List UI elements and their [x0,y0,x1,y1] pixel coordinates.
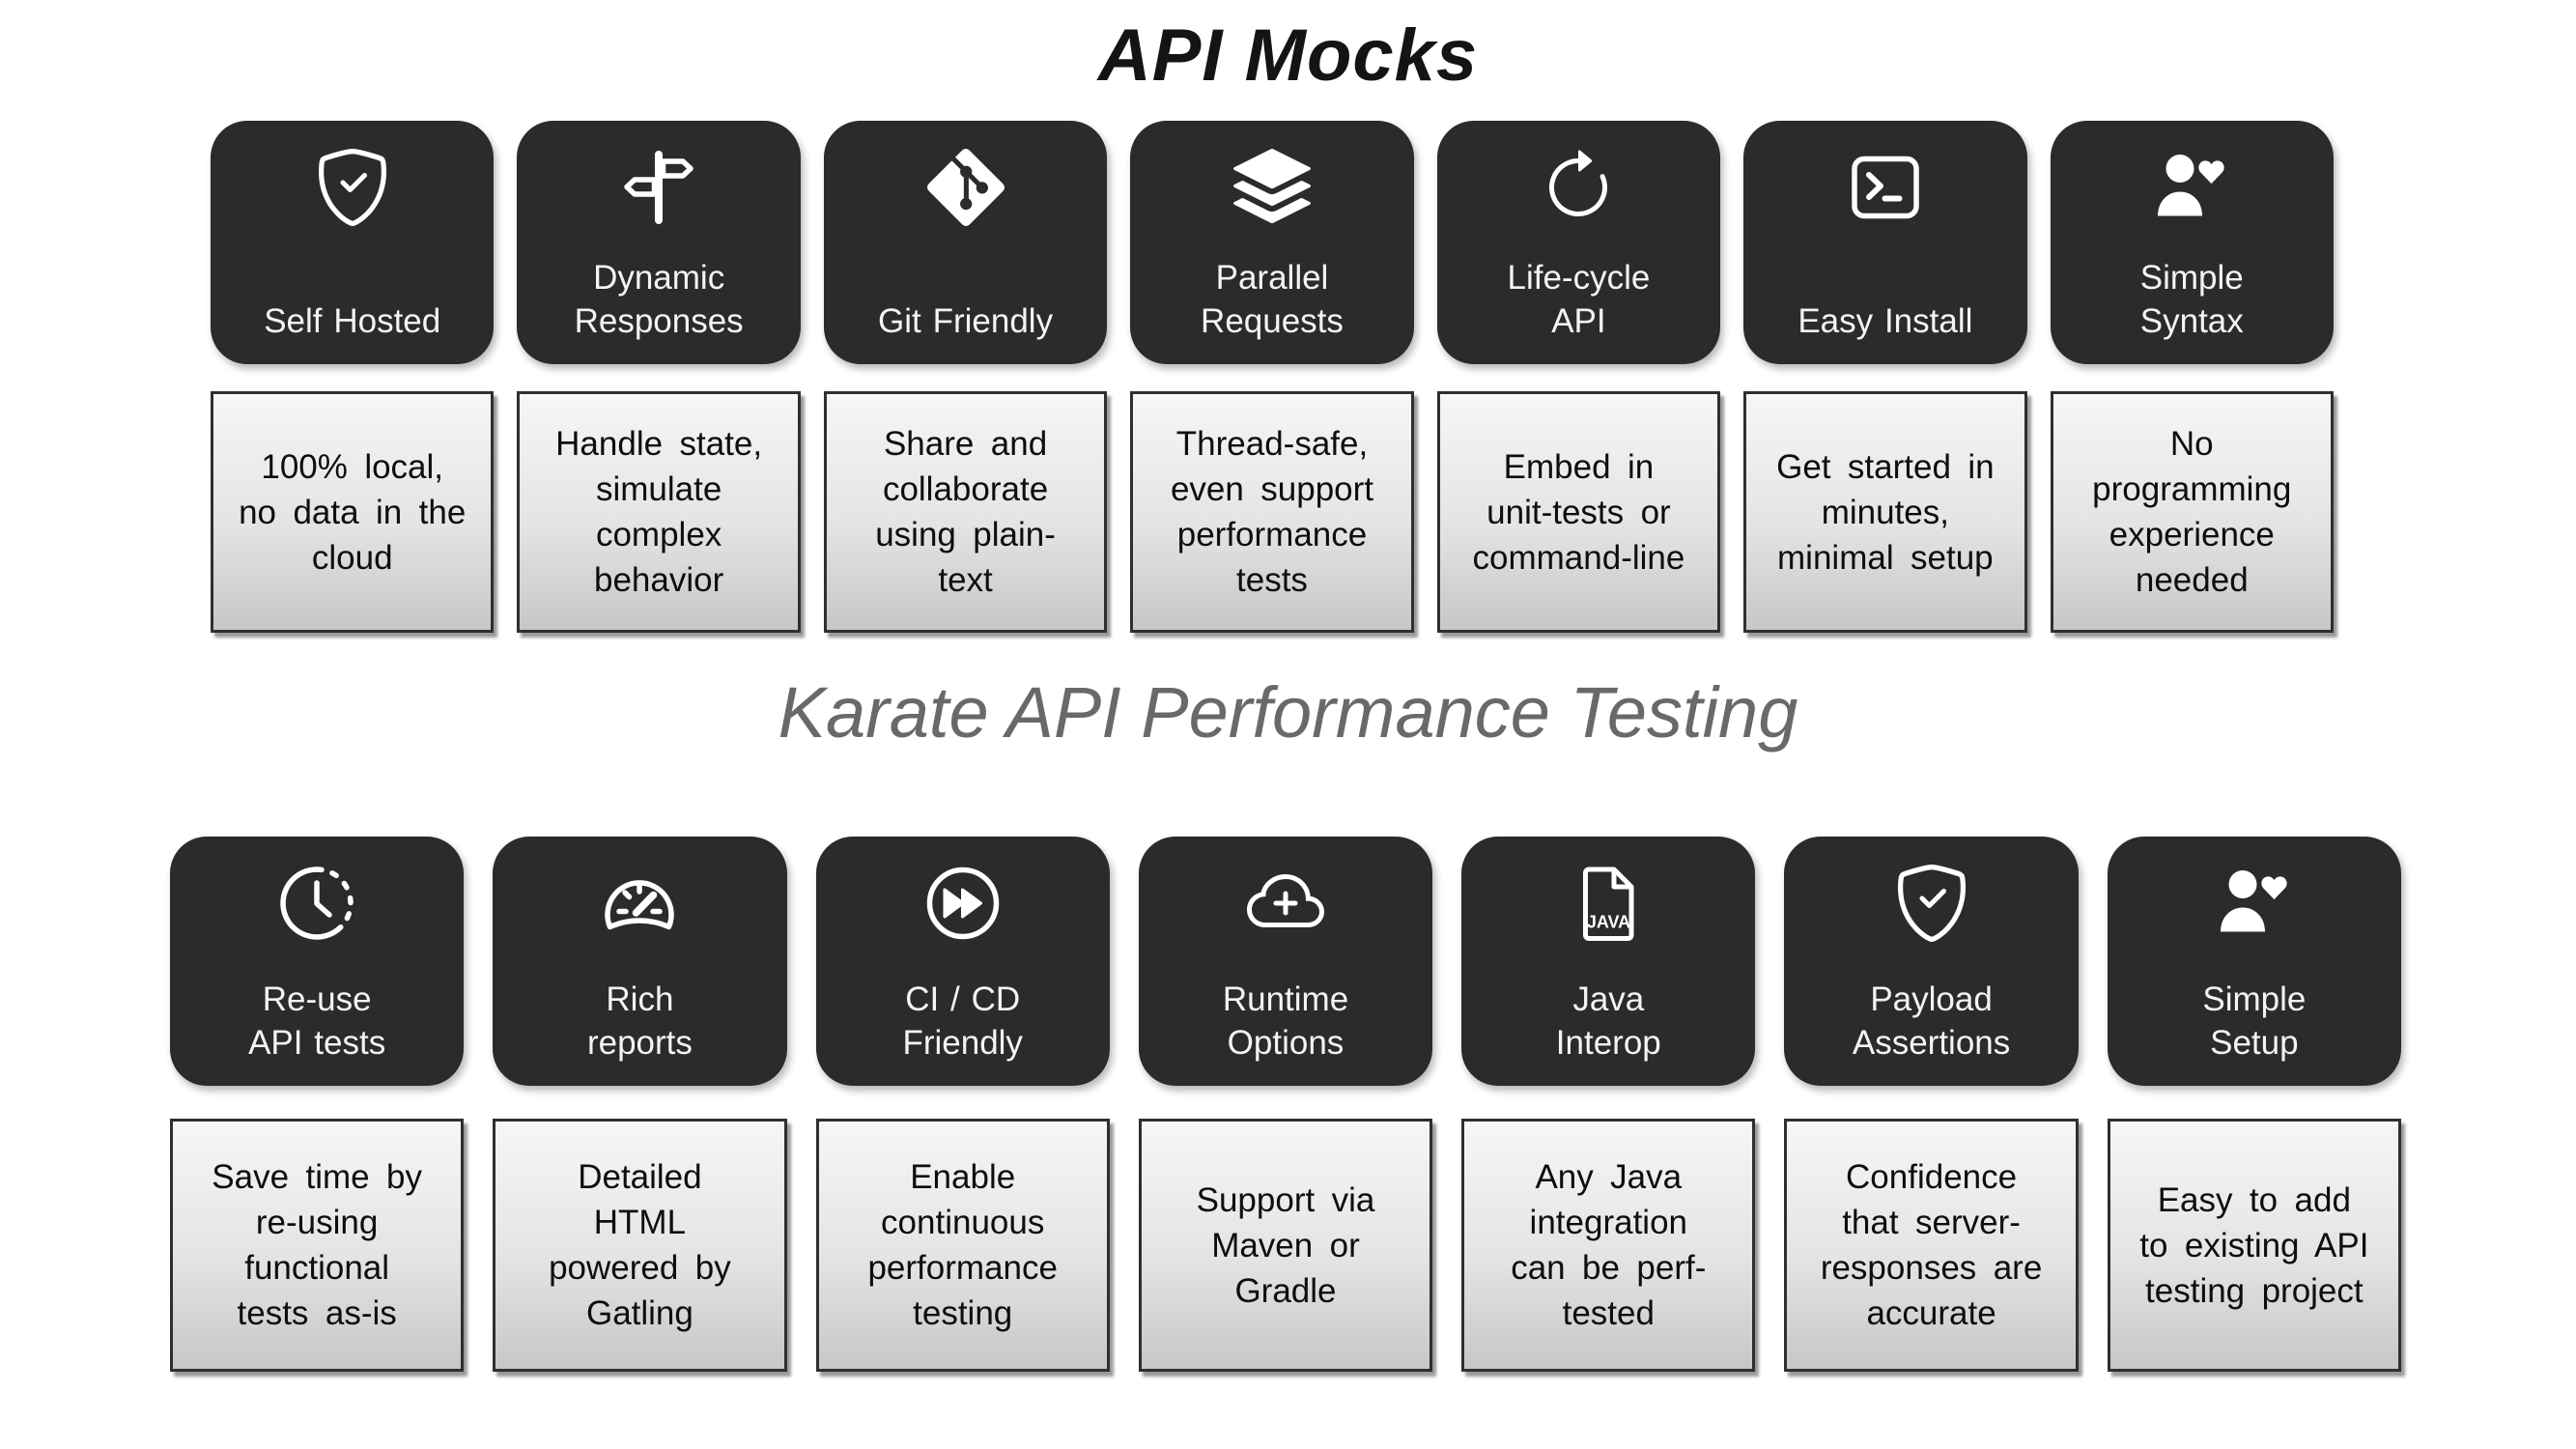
api-mocks-card-row: Self Hosted Dynamic Responses Git Friend… [211,121,2334,364]
feature-card-label: Java Interop [1555,980,1661,1062]
feature-card-simple-syntax: Simple Syntax [2050,121,2334,364]
shield-check-icon [1893,862,1970,945]
feature-card-label: Self Hosted [264,302,441,340]
feature-card-label: Parallel Requests [1201,259,1344,340]
feature-description: Thread-safe, even support performance te… [1130,391,1414,633]
feature-card-label: CI / CD Friendly [902,980,1023,1062]
section-title-api-mocks: API Mocks [1097,14,1479,97]
feature-description: Confidence that server- responses are ac… [1784,1119,2079,1372]
feature-card-label: Rich reports [586,980,693,1062]
feature-card-label: Life-cycle API [1507,259,1651,340]
person-heart-icon [2153,146,2230,229]
feature-description: 100% local, no data in the cloud [211,391,495,633]
feature-card-dynamic-responses: Dynamic Responses [517,121,801,364]
fast-forward-circle-icon [924,862,1002,945]
feature-description: No programming experience needed [2050,391,2334,633]
feature-card-label: Easy Install [1798,302,1973,340]
feature-description: Detailed HTML powered by Gatling [493,1119,787,1372]
feature-card-simple-setup: Simple Setup [2107,837,2401,1086]
java-file-icon: JAVA [1570,862,1647,945]
feature-description: Handle state, simulate complex behavior [517,391,801,633]
terminal-icon [1847,146,1924,229]
feature-card-easy-install: Easy Install [1743,121,2027,364]
signpost-split-icon [620,146,697,229]
feature-description: Embed in unit-tests or command-line [1436,391,1721,633]
feature-card-runtime-options: Runtime Options [1138,837,1433,1086]
section-title-performance-testing: Karate API Performance Testing [778,672,1798,753]
feature-card-label: Runtime Options [1222,980,1349,1062]
feature-description: Get started in minutes, minimal setup [1743,391,2027,633]
feature-description: Support via Maven or Gradle [1138,1119,1433,1372]
clock-history-icon [278,862,355,945]
feature-card-parallel-requests: Parallel Requests [1130,121,1414,364]
feature-card-payload-assertions: Payload Assertions [1784,837,2079,1086]
git-icon [926,146,1005,229]
api-mocks-description-row: 100% local, no data in the cloud Handle … [211,391,2334,633]
feature-card-label: Simple Setup [2202,980,2307,1062]
feature-description: Enable continuous performance testing [815,1119,1110,1372]
feature-card-label: Payload Assertions [1852,980,2011,1062]
feature-card-java-interop: JAVA Java Interop [1461,837,1756,1086]
feature-description: Save time by re-using functional tests a… [170,1119,465,1372]
feature-card-label: Re-use API tests [248,980,386,1062]
feature-card-label: Git Friendly [878,302,1054,340]
performance-description-row: Save time by re-using functional tests a… [170,1119,2401,1372]
arrow-clockwise-icon [1540,146,1617,229]
feature-card-rich-reports: Rich reports [493,837,787,1086]
stack-icon [1232,146,1311,229]
feature-description: Share and collaborate using plain- text [823,391,1108,633]
performance-card-row: Re-use API tests Rich reports CI / CD Fr… [170,837,2401,1086]
feature-card-ci-cd-friendly: CI / CD Friendly [815,837,1110,1086]
shield-check-icon [314,146,391,229]
feature-card-self-hosted: Self Hosted [211,121,495,364]
svg-text:JAVA: JAVA [1587,913,1630,932]
feature-card-label: Simple Syntax [2139,259,2244,340]
feature-description: Easy to add to existing API testing proj… [2107,1119,2401,1372]
speedometer-icon [601,862,678,945]
person-heart-icon [2216,862,2293,945]
feature-card-reuse-api-tests: Re-use API tests [170,837,465,1086]
feature-card-label: Dynamic Responses [574,259,744,340]
cloud-plus-icon [1246,862,1324,945]
feature-description: Any Java integration can be perf- tested [1461,1119,1756,1372]
feature-card-lifecycle-api: Life-cycle API [1436,121,1721,364]
feature-card-git-friendly: Git Friendly [823,121,1108,364]
